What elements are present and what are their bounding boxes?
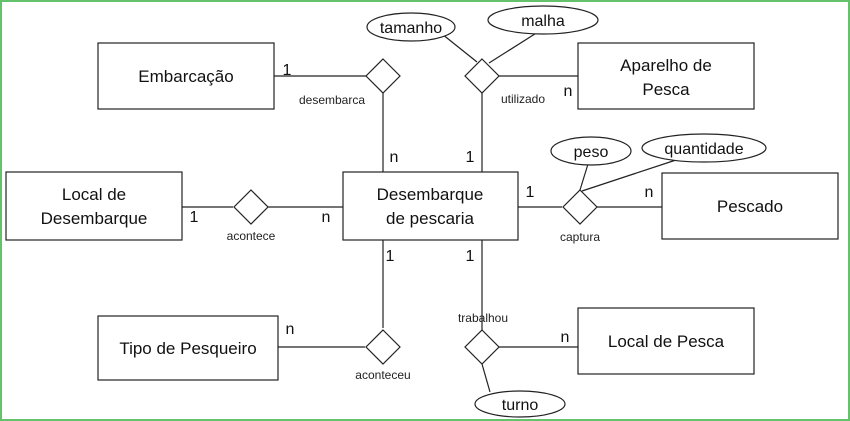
- relationship-utilizado-label: utilizado: [501, 92, 545, 106]
- relationship-acontece-label: acontece: [227, 229, 276, 243]
- entity-local-desembarque-label-line1: Local de: [62, 185, 126, 204]
- entity-pescado-label: Pescado: [717, 197, 783, 216]
- attribute-quantidade-label: quantidade: [664, 141, 743, 158]
- cardinality-desembarque-aconteceu: 1: [386, 248, 395, 265]
- entity-local-de-pesca[interactable]: Local de Pesca: [577, 307, 755, 375]
- relationship-aconteceu-label: aconteceu: [355, 368, 410, 382]
- attribute-peso[interactable]: peso: [550, 136, 632, 166]
- attribute-tamanho-label: tamanho: [380, 20, 442, 37]
- attribute-quantidade[interactable]: quantidade: [641, 133, 767, 163]
- entity-aparelho-label-line1: Aparelho de: [620, 56, 712, 75]
- entity-local-pesca-label: Local de Pesca: [608, 332, 725, 351]
- entity-tipo-de-pesqueiro[interactable]: Tipo de Pesqueiro: [97, 315, 279, 381]
- cardinality-local-acontece: 1: [190, 209, 199, 226]
- cardinality-trabalhou-local-pesca: n: [561, 329, 570, 346]
- attribute-peso-label: peso: [574, 144, 609, 161]
- entity-local-desembarque-label-line2: Desembarque: [41, 209, 148, 228]
- cardinality-utilizado-aparelho: n: [564, 83, 573, 100]
- cardinality-utilizado-desembarque: 1: [466, 149, 475, 166]
- cardinality-embarcacao-desembarca: 1: [283, 62, 292, 79]
- cardinality-desembarca-desembarque: n: [390, 149, 399, 166]
- attribute-turno-label: turno: [502, 397, 539, 414]
- cardinality-aconteceu-tipo: n: [286, 321, 295, 338]
- attribute-turno[interactable]: turno: [474, 390, 566, 418]
- entity-tipo-pesqueiro-label: Tipo de Pesqueiro: [119, 339, 256, 358]
- edge-peso-captura: [579, 163, 589, 191]
- entity-desembarque-label-line2: de pescaria: [386, 209, 474, 228]
- relationship-desembarca-label: desembarca: [299, 93, 365, 107]
- entity-desembarque-de-pescaria[interactable]: Desembarque de pescaria: [342, 171, 519, 241]
- attribute-malha[interactable]: malha: [487, 5, 599, 35]
- relationship-captura[interactable]: captura: [560, 189, 600, 244]
- edge-tamanho-utilizado: [441, 33, 478, 63]
- entity-aparelho-label-line2: Pesca: [642, 80, 690, 99]
- relationship-captura-label: captura: [560, 230, 600, 244]
- cardinality-captura-pescado: n: [645, 184, 654, 201]
- relationship-trabalhou-label: trabalhou: [458, 311, 508, 325]
- edge-trabalhou-turno: [481, 363, 491, 393]
- relationship-trabalhou[interactable]: trabalhou: [458, 311, 508, 365]
- entity-local-de-desembarque[interactable]: Local de Desembarque: [5, 171, 183, 241]
- cardinality-acontece-desembarque: n: [322, 209, 331, 226]
- edge-quantidade-captura: [581, 159, 677, 192]
- relationship-utilizado[interactable]: utilizado: [464, 58, 545, 106]
- attribute-malha-label: malha: [521, 13, 565, 30]
- relationship-desembarca[interactable]: desembarca: [299, 58, 401, 107]
- relationship-acontece[interactable]: acontece: [227, 189, 276, 243]
- entity-pescado[interactable]: Pescado: [661, 172, 839, 240]
- entity-desembarque-label-line1: Desembarque: [377, 185, 484, 204]
- relationship-aconteceu[interactable]: aconteceu: [355, 329, 411, 382]
- cardinality-desembarque-trabalhou: 1: [466, 248, 475, 265]
- entity-aparelho-de-pesca[interactable]: Aparelho de Pesca: [577, 42, 755, 110]
- entity-embarcacao[interactable]: Embarcação: [97, 42, 275, 110]
- edge-malha-utilizado: [488, 31, 539, 64]
- entity-embarcacao-label: Embarcação: [138, 67, 233, 86]
- cardinality-desembarque-captura: 1: [526, 184, 535, 201]
- attribute-tamanho[interactable]: tamanho: [366, 12, 456, 42]
